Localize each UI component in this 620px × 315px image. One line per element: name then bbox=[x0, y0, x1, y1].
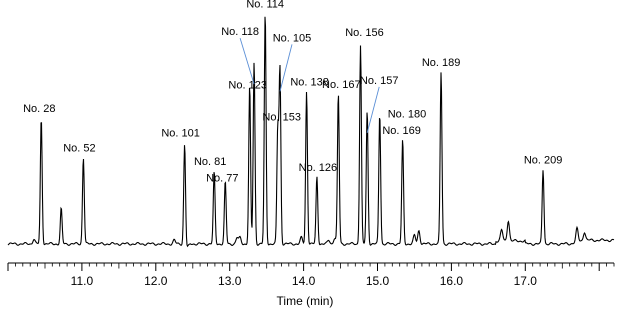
peak-callouts bbox=[239, 37, 380, 134]
x-tick-label: 16.0 bbox=[440, 274, 464, 288]
peak-label-169: No. 169 bbox=[382, 125, 421, 137]
peak-label-114: No. 114 bbox=[246, 0, 284, 10]
peak-label-153: No. 153 bbox=[262, 111, 301, 123]
chromatogram-line bbox=[7, 16, 615, 248]
peak-label-138: No. 138 bbox=[290, 76, 329, 88]
peak-label-77: No. 77 bbox=[206, 173, 238, 185]
callout-line-157 bbox=[366, 86, 380, 134]
x-tick-label: 13.0 bbox=[218, 274, 242, 288]
x-tick-label: 15.0 bbox=[366, 274, 390, 288]
chromatogram-trace bbox=[7, 16, 615, 248]
peak-label-105: No. 105 bbox=[273, 32, 312, 44]
peak-label-157: No. 157 bbox=[360, 75, 399, 87]
x-axis-title: Time (min) bbox=[277, 294, 334, 308]
peak-label-167: No. 167 bbox=[322, 79, 361, 91]
peak-label-189: No. 189 bbox=[422, 57, 461, 69]
x-axis: 11.0 12.0 13.0 14.0 15.0 16.0 17.0 bbox=[7, 262, 615, 288]
peak-label-156: No. 156 bbox=[345, 27, 384, 39]
peak-label-52: No. 52 bbox=[63, 142, 95, 154]
x-tick-label: 11.0 bbox=[71, 274, 94, 288]
peak-label-101: No. 101 bbox=[161, 128, 200, 140]
x-tick-label: 12.0 bbox=[144, 274, 168, 288]
peak-label-180: No. 180 bbox=[388, 108, 427, 120]
x-tick-label: 14.0 bbox=[292, 274, 316, 288]
peak-label-126: No. 126 bbox=[299, 162, 338, 174]
peak-label-123: No. 123 bbox=[228, 80, 267, 92]
peak-label-28: No. 28 bbox=[23, 103, 55, 115]
callout-line-118 bbox=[239, 37, 255, 85]
peak-label-209: No. 209 bbox=[524, 155, 563, 167]
peak-label-81: No. 81 bbox=[194, 156, 226, 168]
x-tick-label: 17.0 bbox=[514, 274, 538, 288]
callout-line-105 bbox=[279, 44, 293, 92]
peak-label-118: No. 118 bbox=[221, 26, 259, 38]
